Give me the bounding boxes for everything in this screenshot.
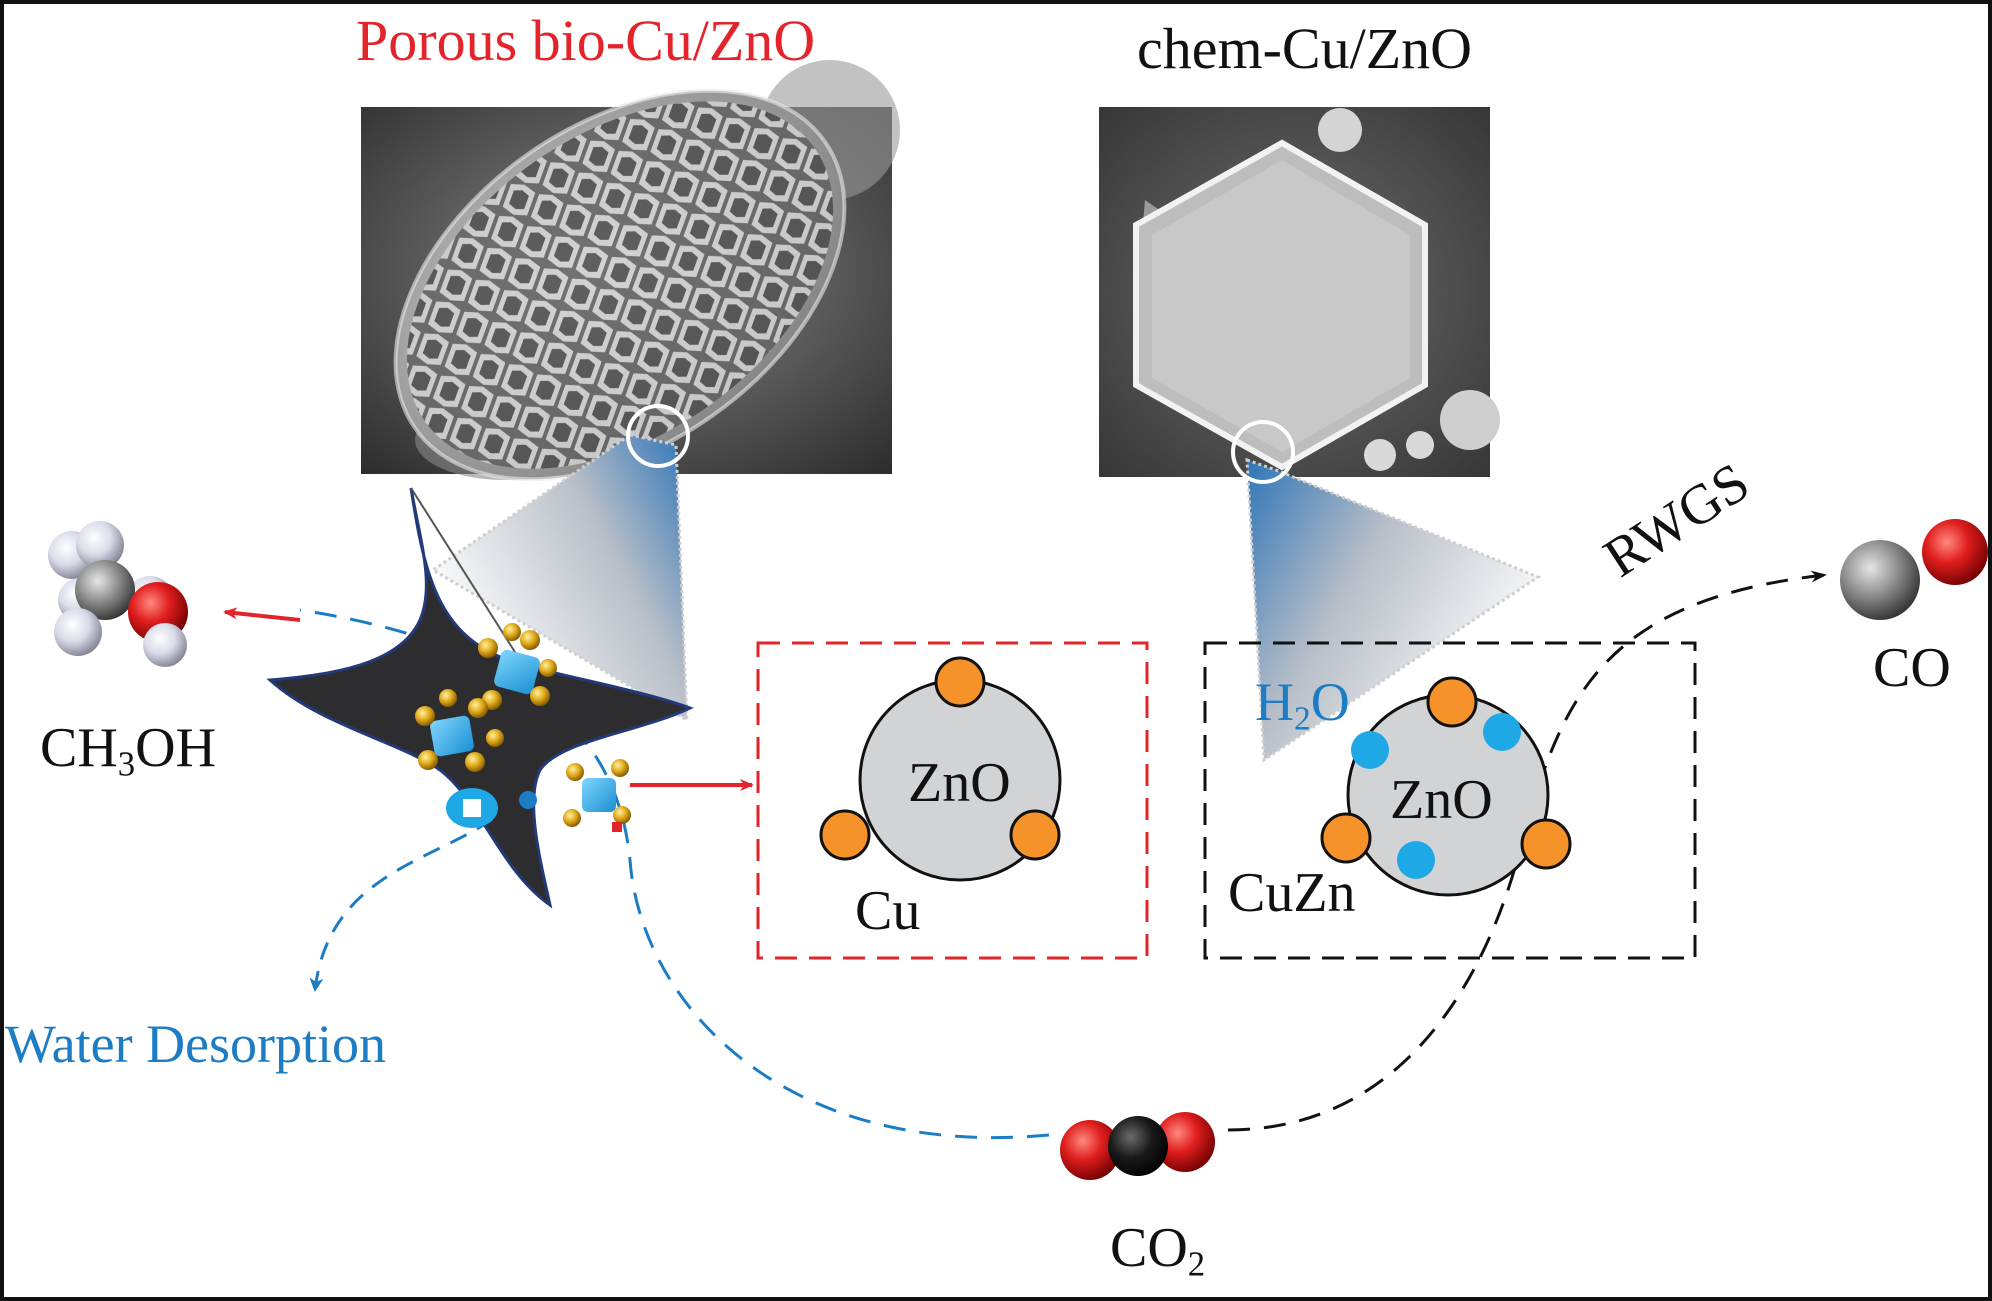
label-bio-core: ZnO — [908, 752, 1011, 814]
cuzn-dot-icon — [1520, 818, 1572, 870]
magnifier-cone-chem — [1231, 420, 1542, 763]
arrow-to-methanol — [223, 607, 301, 622]
label-bio-shell: Cu — [855, 880, 921, 942]
bio-particle-box — [756, 641, 1149, 960]
label-methanol: CH3OH — [40, 717, 217, 784]
label-co2: CO2 — [1110, 1217, 1206, 1284]
co2-molecule-icon — [1060, 1112, 1215, 1180]
cu-dot-icon — [1009, 809, 1061, 861]
water-dot-icon — [1397, 841, 1435, 879]
crystal-cluster-icon — [415, 623, 631, 832]
label-chem-shell: CuZn — [1228, 862, 1356, 924]
methanol-molecule-icon — [48, 521, 188, 667]
cu-dot-icon — [934, 656, 986, 708]
title-chem: chem-Cu/ZnO — [1137, 16, 1473, 81]
label-water-desorption: Water Desorption — [5, 1014, 387, 1074]
magnifier-cone-bio — [430, 404, 690, 723]
label-chem-core: ZnO — [1390, 769, 1493, 831]
cuzn-dot-icon — [1320, 812, 1372, 864]
title-bio: Porous bio-Cu/ZnO — [356, 8, 816, 73]
cuzn-dot-icon — [1426, 676, 1478, 728]
sem-image-chem — [1099, 107, 1500, 477]
co-molecule-icon — [1840, 519, 1988, 620]
water-dot-icon — [1351, 731, 1389, 769]
cu-dot-icon — [819, 809, 871, 861]
sem-image-bio — [361, 60, 900, 482]
chem-particle-box — [1203, 641, 1697, 960]
label-water: H2O — [1255, 672, 1350, 738]
vacancy-icon — [446, 788, 498, 828]
water-dot-icon — [1483, 713, 1521, 751]
label-co: CO — [1873, 637, 1951, 699]
